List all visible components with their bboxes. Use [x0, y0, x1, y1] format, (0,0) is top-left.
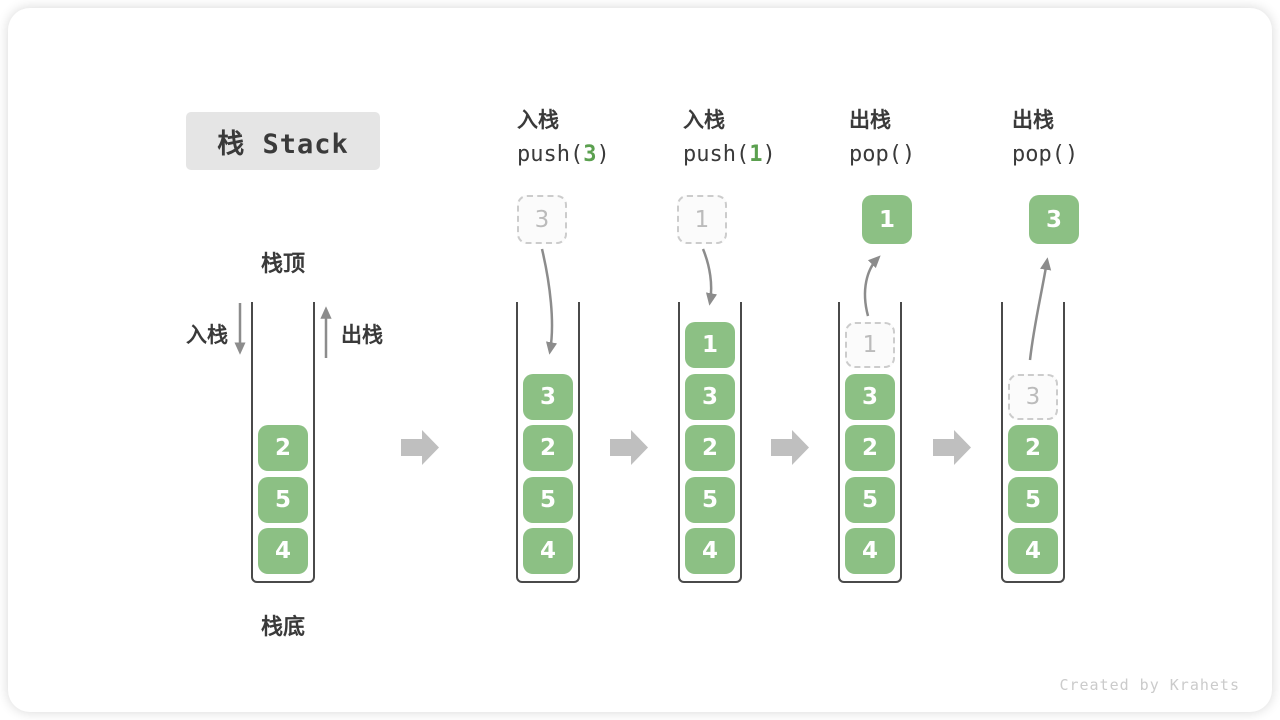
push-direction-label: 入栈 [186, 323, 228, 347]
op-code-pre: push( [517, 142, 584, 167]
op-code-post: ) [762, 142, 776, 167]
stack-cell: 2 [258, 425, 308, 471]
op-code-pre: pop() [849, 142, 916, 167]
stack-cell: 4 [1008, 528, 1058, 574]
op-label: 入栈 [683, 108, 725, 132]
op-label: 入栈 [517, 108, 559, 132]
card: 栈 Stack 入栈 push(3) 入栈 push(1) 出栈 pop() 出… [8, 8, 1272, 712]
flow-arrow-icon [933, 430, 971, 465]
op-code: push(3) [517, 142, 610, 168]
flow-arrow-icon [771, 430, 809, 465]
op-header-push-3: 入栈 push(3) [517, 107, 610, 168]
stack-container-after-push-1: 4 5 2 3 1 [678, 302, 742, 583]
stack-cell: 3 [685, 374, 735, 420]
stack-bottom-label: 栈底 [260, 615, 305, 640]
stack-cell: 2 [523, 425, 573, 471]
op-code-post: ) [596, 142, 610, 167]
op-code-pre: pop() [1012, 142, 1079, 167]
op-code-arg: 3 [583, 142, 597, 167]
watermark: Created by Krahets [1059, 676, 1240, 694]
op-code-pre: push( [683, 142, 750, 167]
popped-value-box: 3 [1029, 195, 1079, 244]
flow-arrow-icon [610, 430, 648, 465]
op-label: 出栈 [1012, 108, 1054, 132]
stack-cell: 5 [685, 477, 735, 523]
stack-cell-ghost: 1 [845, 322, 895, 368]
op-header-pop-3: 出栈 pop() [1012, 107, 1078, 168]
stack-cell: 2 [685, 425, 735, 471]
pop-direction-label: 出栈 [341, 323, 383, 347]
stack-container-after-push-3: 4 5 2 3 [516, 302, 580, 583]
stack-cell: 4 [685, 528, 735, 574]
incoming-value-box: 1 [677, 195, 727, 244]
diagram-title: 栈 Stack [186, 112, 380, 170]
stack-cell: 5 [258, 477, 308, 523]
stack-container-after-pop-1: 4 5 2 3 1 [838, 302, 902, 583]
stack-container-after-pop-3: 4 5 2 3 [1001, 302, 1065, 583]
flow-arrow-icon [401, 430, 439, 465]
op-code-arg: 1 [749, 142, 763, 167]
stack-cell: 5 [1008, 477, 1058, 523]
op-code: pop() [849, 142, 915, 168]
stack-cell: 3 [845, 374, 895, 420]
stack-cell-ghost: 3 [1008, 374, 1058, 420]
diagram-title-text: 栈 Stack [217, 128, 349, 160]
stack-cell: 5 [845, 477, 895, 523]
stack-cell: 2 [845, 425, 895, 471]
op-header-pop-1: 出栈 pop() [849, 107, 915, 168]
op-header-push-1: 入栈 push(1) [683, 107, 776, 168]
stack-cell: 4 [523, 528, 573, 574]
incoming-value-box: 3 [517, 195, 567, 244]
stack-cell: 5 [523, 477, 573, 523]
stack-cell: 4 [258, 528, 308, 574]
op-label: 出栈 [849, 108, 891, 132]
push-1-arrow-icon [701, 248, 718, 306]
stack-cell: 1 [685, 322, 735, 368]
op-code: push(1) [683, 142, 776, 168]
stack-cell: 4 [845, 528, 895, 574]
op-code: pop() [1012, 142, 1078, 168]
stack-cell: 2 [1008, 425, 1058, 471]
stack-container-initial: 4 5 2 [251, 302, 315, 583]
stack-top-label: 栈顶 [260, 252, 305, 277]
stack-cell: 3 [523, 374, 573, 420]
popped-value-box: 1 [862, 195, 912, 244]
